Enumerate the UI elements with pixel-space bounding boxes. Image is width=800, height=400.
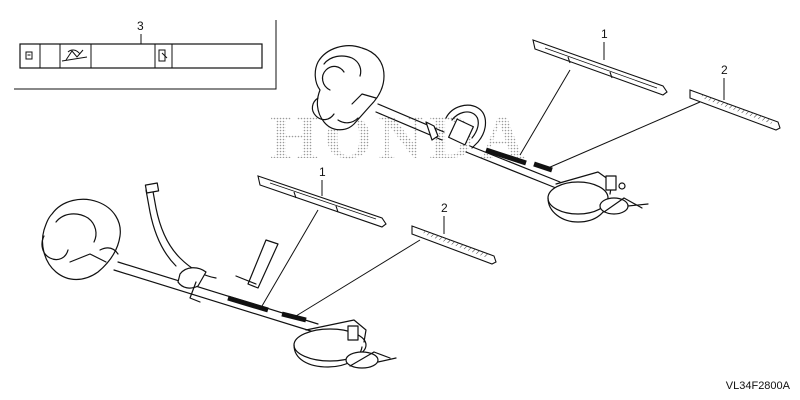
- brand-watermark: HONDA: [270, 104, 531, 172]
- lower-short-decal: [411, 225, 497, 265]
- upper-shaft-decal-bands: [485, 147, 553, 173]
- leader-2-lower-to-shaft: [295, 239, 421, 317]
- lower-long-decal: [257, 175, 387, 228]
- leader-2-upper-to-shaft: [547, 101, 701, 169]
- lower-shaft-decal-bands: [227, 295, 307, 323]
- decal-kit-panel: [14, 20, 277, 90]
- callout-2-lower: 2: [441, 201, 448, 215]
- callout-1-lower: 1: [319, 165, 326, 179]
- diagram-code: VL34F2800A: [725, 380, 790, 392]
- callout-3: 3: [137, 19, 144, 33]
- trimmer-bike-handle: [41, 182, 397, 369]
- leader-1-upper-to-shaft: [519, 69, 571, 156]
- trimmer-loop-handle: [311, 45, 649, 223]
- callout-1-upper: 1: [601, 27, 608, 41]
- callout-2-upper: 2: [721, 63, 728, 77]
- upper-short-decal: [689, 89, 781, 131]
- leader-1-lower-to-shaft: [261, 209, 319, 307]
- upper-long-decal: [532, 39, 668, 96]
